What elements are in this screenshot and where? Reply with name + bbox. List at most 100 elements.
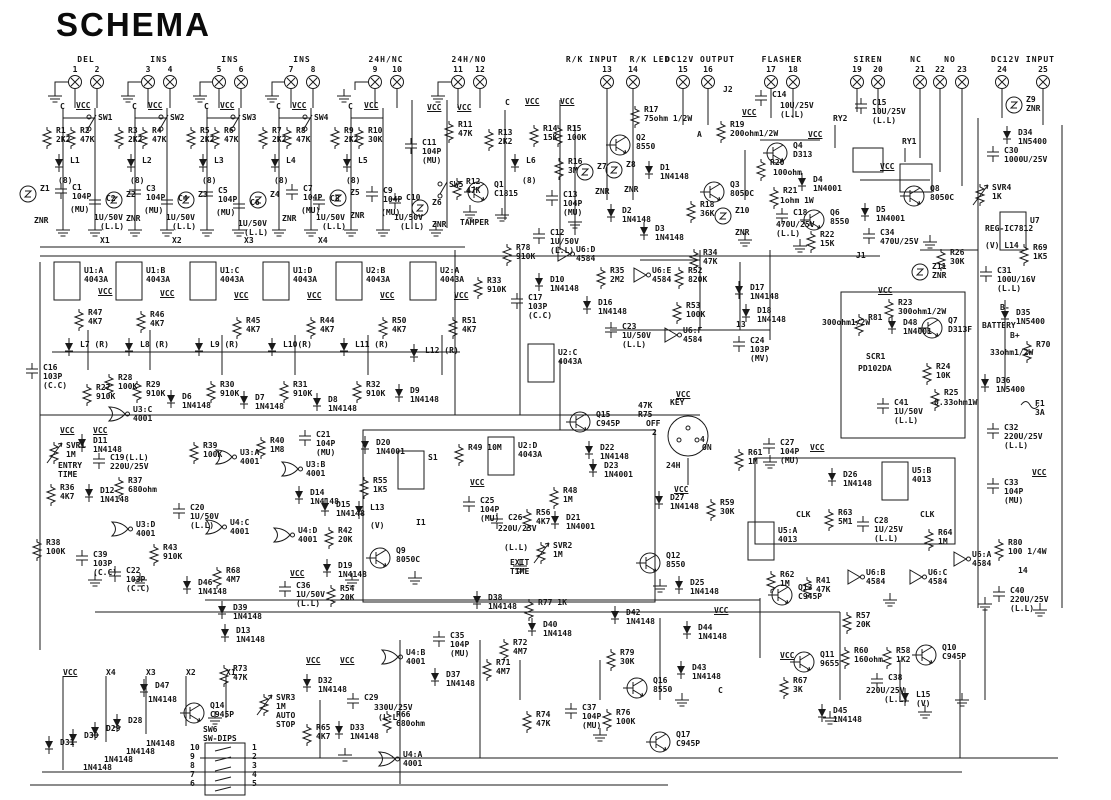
component-label: X2 [172, 236, 182, 245]
component-label: C25 104P (MU) [480, 496, 500, 523]
component-label: C8 [330, 194, 340, 203]
component-label: R1 2K2 [56, 126, 71, 144]
term-symbol [1036, 75, 1050, 89]
component-label: R70 [1036, 340, 1051, 349]
npn-symbol [365, 547, 391, 569]
component-label: R42 20K [338, 526, 353, 544]
component-label: (MU) [144, 206, 164, 215]
component-label: (L.L) [244, 228, 269, 237]
cap-symbol [564, 702, 578, 720]
component-label: D39 1N4148 [233, 603, 262, 621]
component-label: A [697, 130, 702, 139]
component-label: L8 (R) [140, 340, 169, 349]
component-label: Q6 8550 [830, 208, 850, 226]
npn-symbol [605, 134, 631, 156]
component-label: R10 30K [368, 126, 383, 144]
component-label: (8) [346, 176, 361, 185]
component-label: SW3 [242, 113, 257, 122]
component-label: J1 [856, 251, 866, 260]
vcc-label: VCC [810, 443, 825, 452]
component-label: R20 [770, 158, 785, 167]
component-label: Z3 [198, 190, 208, 199]
component-label: D21 1N4001 [566, 513, 595, 531]
component-label: SW5 [449, 180, 464, 189]
component-label: R71 4M7 [496, 658, 511, 676]
component-label: X4 [318, 236, 328, 245]
component-label: D28 [128, 716, 143, 725]
res-symbol [674, 266, 684, 290]
component-label: 1N4148 [83, 763, 112, 772]
terminal-group-label: NO [944, 55, 956, 64]
vcc-label: VCC [63, 668, 78, 677]
res-symbol [502, 243, 512, 267]
component-label: C32 220U/25V (L.L) [1004, 423, 1043, 450]
component-label: (8) [522, 176, 537, 185]
component-label: (8) [202, 176, 217, 185]
component-label: C [276, 102, 281, 111]
res-symbol [716, 120, 726, 144]
term-symbol [955, 75, 969, 89]
icbox-symbol [527, 343, 555, 383]
component-label: R64 1M [938, 528, 953, 546]
terminal-number: 18 [788, 65, 798, 74]
component-label: (L.L) [400, 222, 425, 231]
component-label: (8) [274, 176, 289, 185]
component-label: D7 1N4148 [255, 393, 284, 411]
vcc-label: VCC [340, 656, 355, 665]
component-label: D10 1N4148 [550, 275, 579, 293]
component-label: Q9 8050C [396, 546, 421, 564]
component-label: Z8 [626, 160, 636, 169]
gnd-symbol [954, 692, 970, 707]
component-label: X1 [226, 668, 236, 677]
component-label: C27 104P (MU) [780, 438, 800, 465]
component-label: SVR1 1M [66, 441, 86, 459]
res-symbol [444, 120, 454, 144]
component-label: R73 47K [233, 664, 248, 682]
diode-symbol [394, 383, 404, 403]
component-label: SW4 [314, 113, 329, 122]
component-label: R56 4K7 [536, 508, 551, 526]
component-label: SW1 [98, 113, 113, 122]
component-label: D26 1N4148 [843, 470, 872, 488]
component-label: TAMPER [460, 218, 489, 227]
vcc-label: VCC [380, 291, 395, 300]
component-label: X4 [106, 668, 116, 677]
diode-symbol [182, 575, 192, 595]
npn-symbol [767, 584, 793, 606]
gnd-symbol [55, 222, 71, 237]
component-label: 1ohm 1W [780, 196, 814, 205]
component-label: 2 [652, 428, 657, 437]
znr-symbol [19, 185, 37, 203]
component-label: C40 220U/25V (L.L) [1010, 586, 1049, 613]
component-label: PD102DA [858, 364, 892, 373]
res-symbol [482, 658, 492, 682]
component-label: U4:A 4001 [403, 750, 423, 768]
component-label: Q10 C945P [942, 643, 967, 661]
component-label: (MU) [70, 205, 90, 214]
res-symbol [554, 157, 564, 181]
component-label: X3 [146, 668, 156, 677]
terminal-number: 15 [678, 65, 688, 74]
terminal-group-label: INS [221, 55, 239, 64]
component-label: 1N4148 [104, 755, 133, 764]
component-label: Q4 D313 [793, 141, 813, 159]
component-label: ZNR [735, 228, 750, 237]
term-symbol [368, 75, 382, 89]
diode-symbol [980, 373, 990, 393]
terminal-number: 17 [766, 65, 776, 74]
cap-symbol [510, 292, 524, 310]
icbox-symbol [53, 261, 81, 301]
diode-symbol [534, 272, 544, 292]
component-label: C5 104P [218, 186, 238, 204]
res-symbol [1019, 243, 1029, 267]
znr-symbol [605, 161, 623, 179]
component-label: Q1 C1815 [494, 180, 519, 198]
terminal-number: 24 [997, 65, 1007, 74]
component-label: R31 910K [293, 380, 313, 398]
terminal-number: 8 [310, 65, 316, 74]
component-label: R80 100 1/4W [1008, 538, 1047, 556]
component-label: U1:B 4043A [146, 266, 171, 284]
component-label: C38 [888, 673, 903, 682]
component-label: D42 1N4148 [626, 608, 655, 626]
cap-symbol [732, 335, 746, 353]
